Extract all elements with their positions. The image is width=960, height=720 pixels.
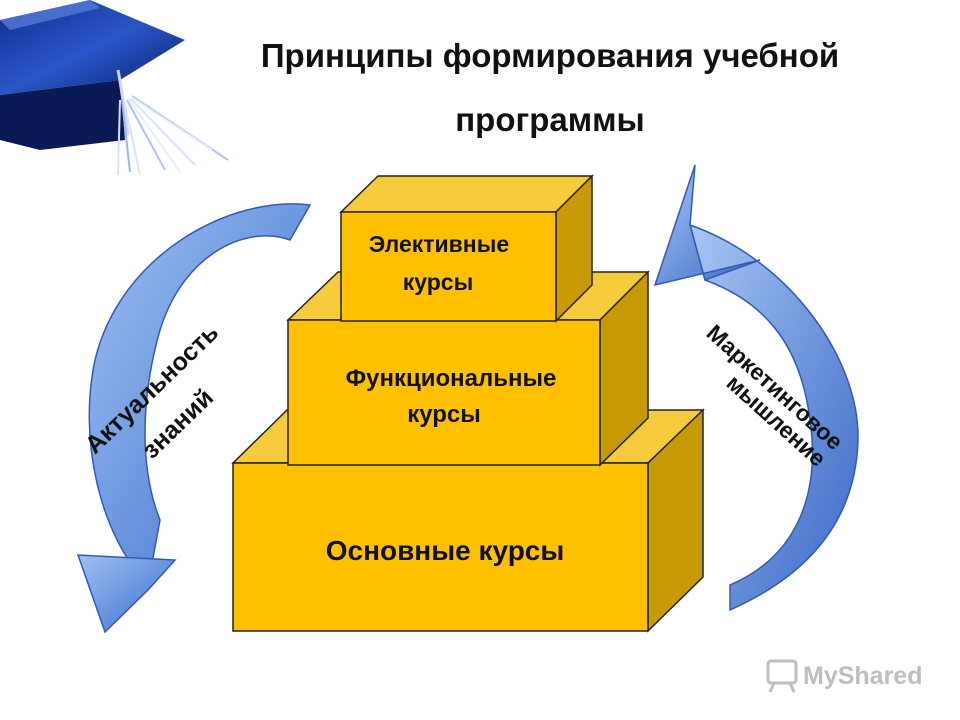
graduation-cap-icon bbox=[0, 0, 229, 176]
block-elective-label-line-2: курсы bbox=[403, 269, 473, 295]
left-cycle-arrow bbox=[76, 203, 312, 634]
block-elective-courses: Элективные курсы bbox=[339, 174, 594, 323]
myshared-watermark: MyShared bbox=[766, 659, 922, 693]
slide-title-line-1: Принципы формирования учебной bbox=[260, 37, 840, 74]
right-cycle-arrow bbox=[653, 164, 859, 612]
slide-title-line-2: программы bbox=[455, 101, 645, 138]
block-basic-label: Основные курсы bbox=[326, 535, 565, 566]
watermark-text: MyShared bbox=[803, 662, 922, 690]
presentation-icon bbox=[766, 659, 798, 685]
block-functional-label-line-2: курсы bbox=[407, 401, 481, 428]
block-functional-label-line-1: Функциональные bbox=[346, 365, 557, 392]
block-elective-label-line-1: Элективные bbox=[369, 231, 509, 257]
